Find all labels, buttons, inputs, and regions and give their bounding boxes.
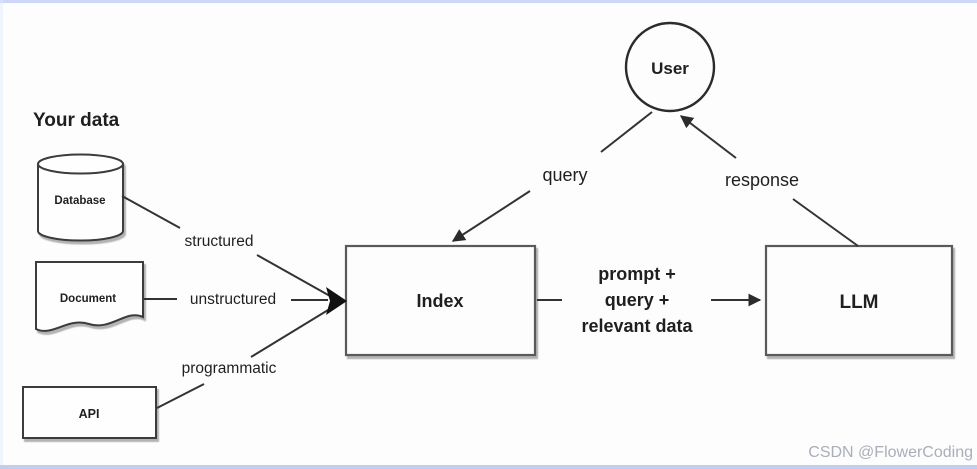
index-to-llm-label-line2: query +	[605, 290, 670, 310]
frame-left-border	[0, 0, 3, 469]
index-input-arrowhead-icon	[326, 287, 347, 315]
llm-box	[764, 244, 954, 357]
query-arrow	[451, 190, 531, 242]
response-edge-label: response	[725, 170, 799, 190]
document-body	[35, 261, 144, 332]
index-box	[344, 244, 537, 357]
database-cylinder-icon	[37, 153, 124, 242]
unstructured-edge-label: unstructured	[190, 291, 276, 308]
index-to-llm-label-line3: relevant data	[581, 316, 693, 336]
programmatic-edge-label: programmatic	[182, 360, 277, 377]
user-label: User	[651, 59, 689, 78]
api-body	[22, 386, 157, 439]
watermark: CSDN @FlowerCoding	[808, 444, 973, 461]
cylinder-body	[37, 164, 124, 242]
database-label: Database	[54, 195, 105, 207]
programmatic-edge-segment	[250, 306, 334, 358]
diagram-title: Your data	[33, 110, 120, 131]
response-arrow	[679, 115, 737, 159]
llm-label: LLM	[839, 292, 878, 313]
api-edge-segment	[156, 383, 205, 409]
response-edge-lower-segment	[792, 198, 859, 247]
cylinder-top	[37, 153, 124, 175]
index-label: Index	[416, 291, 463, 311]
user-node	[624, 21, 716, 113]
api-label: API	[79, 407, 100, 421]
api-rectangle-icon	[22, 386, 157, 439]
index-node	[344, 244, 537, 357]
document-label: Document	[60, 293, 116, 305]
database-edge-segment	[121, 195, 181, 229]
query-edge-upper-segment	[600, 111, 653, 153]
query-edge-label: query	[542, 165, 587, 185]
document-icon	[35, 261, 144, 332]
llm-node	[764, 244, 954, 357]
frame-bottom-border	[0, 465, 977, 469]
structured-edge-label: structured	[185, 233, 254, 250]
frame-top-border	[0, 0, 977, 3]
index-to-llm-label-line1: prompt +	[598, 264, 676, 284]
structured-edge-segment	[256, 254, 331, 297]
